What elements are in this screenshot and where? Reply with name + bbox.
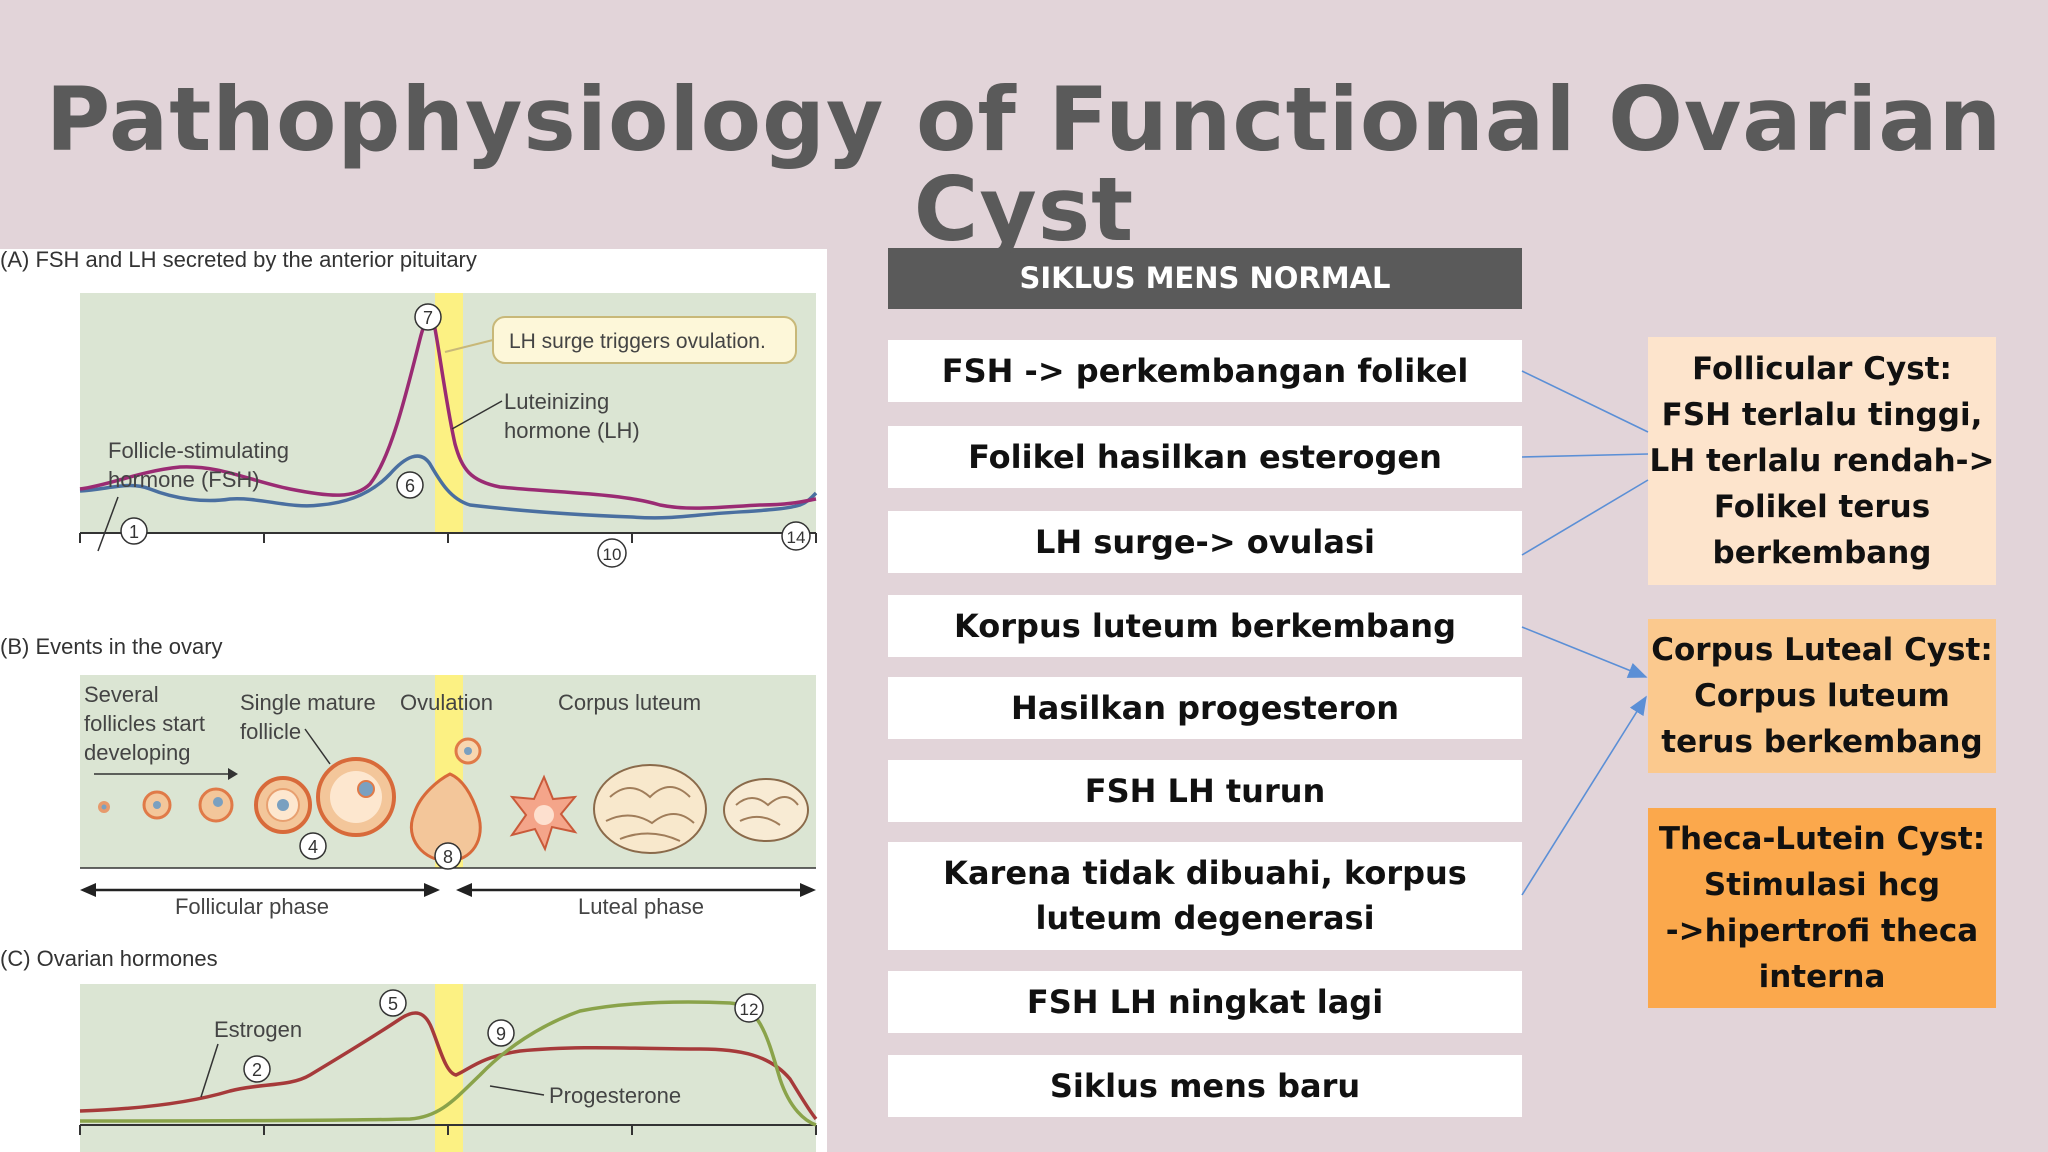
svg-text:10: 10 [603,545,622,564]
ovulating-follicle [409,737,482,863]
svg-text:5: 5 [388,994,398,1014]
svg-text:6: 6 [405,476,415,496]
follicle-mature [316,757,396,837]
panel-c-heading: (C) Ovarian hormones [0,946,218,971]
callout-pointer [444,339,494,353]
corpus-luteum-regressing [723,778,809,842]
follicle-small-2 [142,790,172,820]
step-item: Korpus luteum berkembang [888,595,1522,657]
fsh-curve [79,454,818,520]
marker-5: 5 [379,989,407,1017]
several-label-line-2: follicles start [84,711,205,736]
marker-6: 6 [396,471,424,499]
connector-arrow [1521,626,1648,678]
step-item: LH surge-> ovulasi [888,511,1522,573]
ovarian-cycle-figure: (A) FSH and LH secreted by the anterior … [0,249,827,1152]
estrogen-leader-line [200,1043,219,1098]
several-arrow-head [228,768,238,780]
cyst-line: berkembang [1712,535,1932,571]
theca-lutein-cyst-box: Theca-Lutein Cyst: Stimulasi hcg ->hiper… [1648,808,1996,1008]
fsh-label-line-2: hormone (FSH) [108,467,260,492]
marker-1: 1 [120,517,148,545]
svg-text:4: 4 [308,837,318,857]
follicle-medium [254,776,312,834]
luteal-arrow-right [800,883,816,897]
step-item: Karena tidak dibuahi, korpus luteum dege… [888,842,1522,950]
svg-text:2: 2 [252,1060,262,1080]
step-item: FSH -> perkembangan folikel [888,340,1522,402]
svg-text:9: 9 [496,1024,506,1044]
marker-8: 8 [434,842,462,870]
fsh-leader-line [97,496,119,552]
cyst-line: interna [1758,959,1886,995]
cyst-line: terus berkembang [1661,724,1983,760]
svg-text:14: 14 [787,528,806,547]
cyst-line: ->hipertrofi theca [1665,913,1979,949]
several-label-line-3: developing [84,740,190,765]
follicle-small-1 [98,801,110,813]
single-label-line-2: follicle [240,719,301,744]
svg-text:7: 7 [423,308,433,328]
cyst-line: LH terlalu rendah-> [1649,443,1995,479]
corpus-luteal-cyst-box: Corpus Luteal Cyst: Corpus luteum terus … [1648,619,1996,773]
single-leader-line [304,728,331,765]
page-title: Pathophysiology of Functional Ovarian Cy… [45,68,2003,261]
estrogen-label: Estrogen [214,1017,302,1042]
marker-7: 7 [414,303,442,331]
several-label-line-1: Several [84,682,159,707]
connector-arrow [1521,695,1647,896]
siklus-header: SIKLUS MENS NORMAL [888,248,1522,309]
lh-label-line-1: Luteinizing [504,389,609,414]
step-item: Folikel hasilkan esterogen [888,426,1522,488]
panel-b-heading: (B) Events in the ovary [0,634,223,659]
progesterone-label: Progesterone [549,1083,681,1108]
estrogen-curve [79,1011,818,1121]
marker-12: 12 [734,993,764,1023]
lh-surge-callout-text: LH surge triggers ovulation. [509,330,766,353]
cyst-line: Corpus Luteal Cyst: [1651,632,1993,668]
connector-line [1521,453,1649,458]
step-item: FSH LH ningkat lagi [888,971,1522,1033]
lh-label-line-2: hormone (LH) [504,418,640,443]
corpus-luteum-mature [593,764,707,854]
progesterone-leader-line [489,1085,545,1096]
cyst-line: Follicular Cyst: [1692,351,1952,387]
corpus-luteum-label: Corpus luteum [558,690,701,715]
follicle-small-3 [198,787,234,823]
svg-text:8: 8 [443,847,453,867]
cyst-line: Theca-Lutein Cyst: [1658,821,1986,857]
cyst-line: Folikel terus [1713,489,1931,525]
step-item: Siklus mens baru [888,1055,1522,1117]
step-item: FSH LH turun [888,760,1522,822]
follicular-phase-label: Follicular phase [175,894,329,919]
corpus-luteum-early [509,774,578,852]
marker-10: 10 [597,538,627,568]
marker-2: 2 [243,1055,271,1083]
luteal-arrow-left [456,883,472,897]
progesterone-curve [79,1000,817,1127]
panel-a-heading: (A) FSH and LH secreted by the anterior … [0,249,477,272]
marker-14: 14 [781,521,811,551]
single-label-line-1: Single mature [240,690,376,715]
step-item: Hasilkan progesteron [888,677,1522,739]
follicular-arrow-left [80,883,96,897]
marker-4: 4 [299,832,327,860]
svg-text:1: 1 [129,522,139,542]
cyst-line: FSH terlalu tinggi, [1661,397,1983,433]
marker-9: 9 [487,1019,515,1047]
ovarian-cycle-diagram: (A) FSH and LH secreted by the anterior … [0,249,818,1152]
follicular-cyst-box: Follicular Cyst: FSH terlalu tinggi, LH … [1648,337,1996,585]
follicular-arrow-right [424,883,440,897]
svg-text:12: 12 [740,1000,759,1019]
connector-line [1521,370,1649,433]
luteal-phase-label: Luteal phase [578,894,704,919]
ovulation-label: Ovulation [400,690,493,715]
connector-line [1521,479,1649,556]
cyst-line: Stimulasi hcg [1703,867,1941,903]
lh-leader-line [451,400,503,430]
cyst-line: Corpus luteum [1694,678,1950,714]
fsh-label-line-1: Follicle-stimulating [108,438,289,463]
